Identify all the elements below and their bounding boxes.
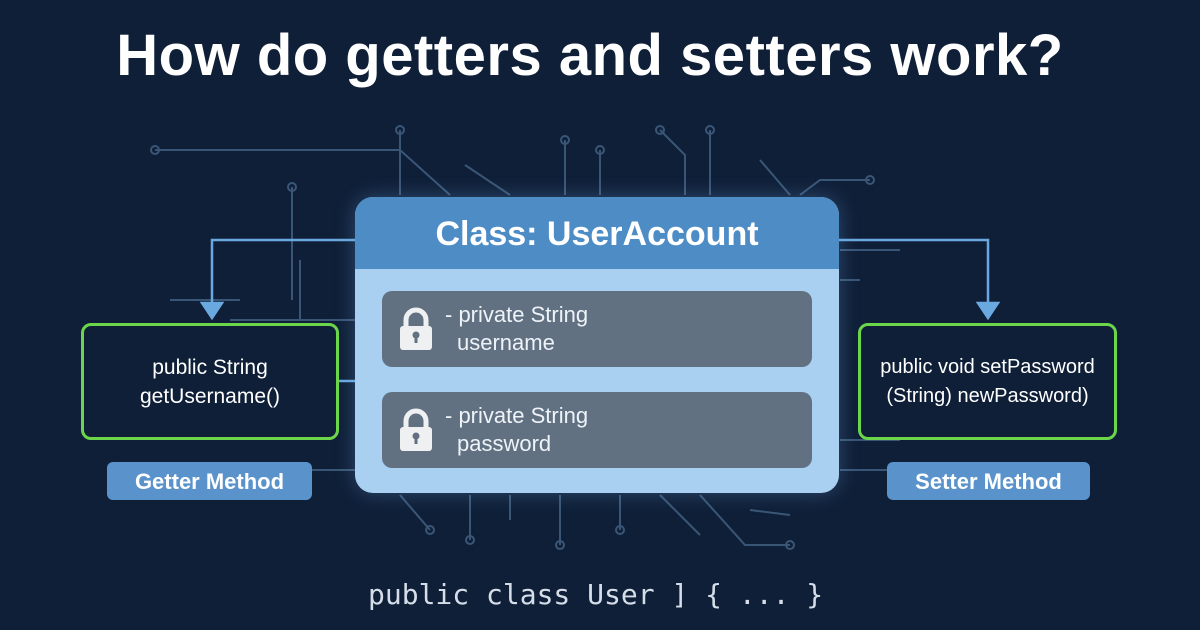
getter-line1: public String	[152, 355, 268, 379]
field-line1: - private String	[445, 302, 589, 327]
class-box: Class: UserAccount - private String usern…	[355, 197, 839, 493]
field-line2: password	[457, 431, 552, 456]
setter-method-box: public void setPassword (String) newPass…	[858, 323, 1117, 440]
field-password: - private String password	[382, 392, 812, 468]
setter-line1: public void setPassword	[880, 355, 1095, 378]
lock-icon	[400, 307, 432, 350]
field-line1: - private String	[445, 403, 589, 428]
setter-line2: (String) newPassword)	[886, 384, 1089, 407]
getter-method-box: public String getUsername()	[81, 323, 339, 440]
getter-line2: getUsername()	[139, 384, 281, 408]
field-username: - private String username	[382, 291, 812, 367]
lock-icon	[400, 408, 432, 451]
class-header: Class: UserAccount	[355, 197, 839, 269]
code-snippet: public class User ] { ... }	[368, 578, 824, 611]
page-title: How do getters and setters work?	[116, 23, 1064, 88]
connector-arrows	[199, 238, 1001, 393]
setter-method-badge: Setter Method	[887, 462, 1090, 500]
field-line2: username	[457, 330, 555, 355]
getter-method-badge: Getter Method	[107, 462, 312, 500]
